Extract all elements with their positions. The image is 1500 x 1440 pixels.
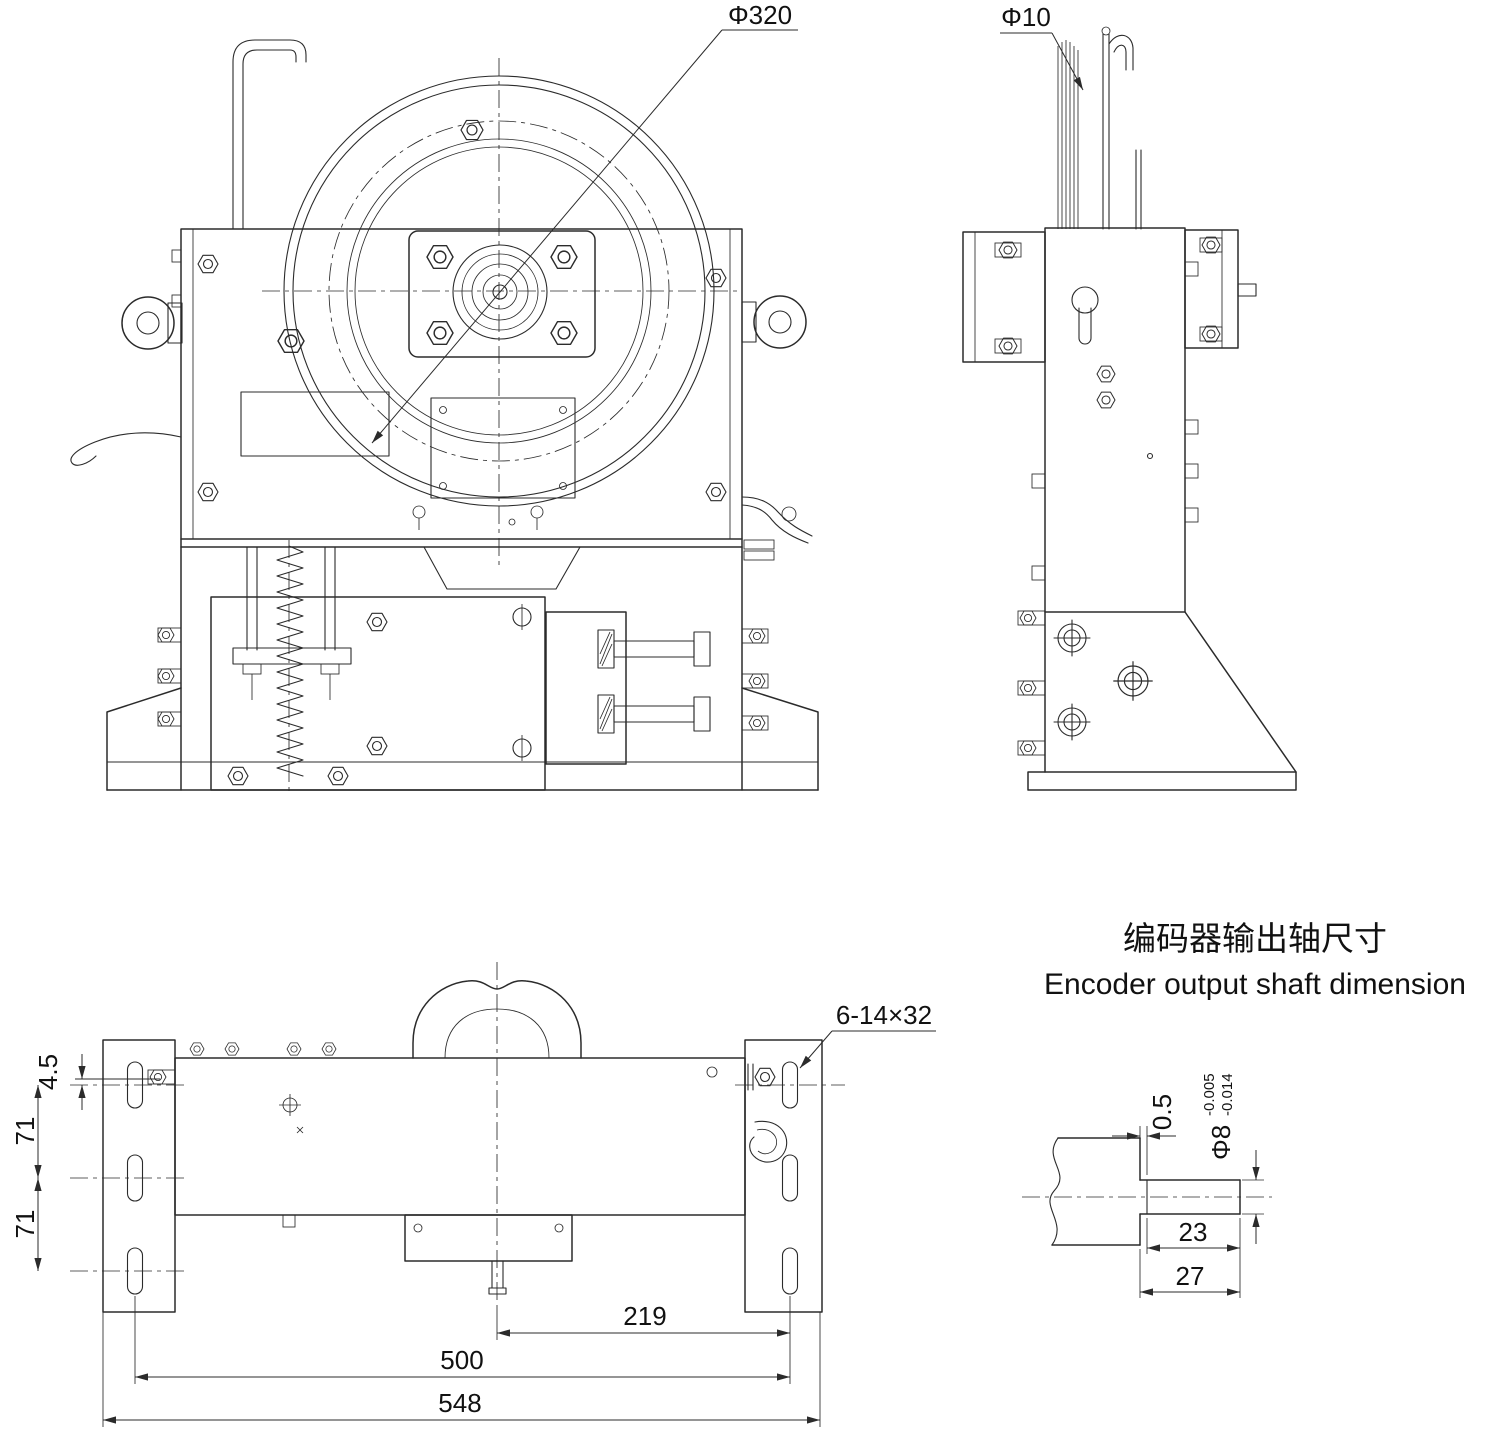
dim-71-upper: 71 (10, 1085, 42, 1178)
encoder-title-en: Encoder output shaft dimension (1044, 968, 1466, 1001)
brake-bracket (545, 611, 627, 765)
slot-spec-label: 6-14×32 (836, 1000, 932, 1030)
junction-box (430, 397, 576, 499)
center-mark (279, 1094, 301, 1116)
shaft-dia-label: Φ8 (1206, 1125, 1236, 1160)
sheave (262, 58, 737, 566)
bearing-flange (408, 230, 596, 358)
dim-chamfer: 0.5 (1112, 1094, 1177, 1175)
sheave-dia-label: Φ320 (728, 0, 792, 30)
shaft-tol-lower: -0.014 (1219, 1073, 1236, 1116)
dim-4-5: 4.5 (33, 1054, 160, 1110)
eye-bolt-right (741, 295, 807, 349)
encoder-detail: 编码器输出轴尺寸 Encoder output shaft dimension … (1022, 920, 1466, 1298)
encoder-box (404, 1214, 573, 1295)
housing-studs (157, 627, 769, 731)
side-view: Φ10 (962, 2, 1297, 791)
encoder-title-zh: 编码器输出轴尺寸 (1123, 920, 1387, 957)
dim-71-upper-label: 71 (10, 1117, 40, 1146)
top-view: 4.5 71 71 219 500 (10, 962, 936, 1427)
dim-23: 23 (1146, 1217, 1241, 1298)
dim-71-lower: 71 (10, 1178, 42, 1271)
rope-hook-top (749, 1120, 788, 1163)
mounting-slot (781, 1154, 799, 1202)
housing (171, 228, 743, 548)
dim-chamfer-label: 0.5 (1147, 1094, 1177, 1130)
brake-spring (276, 545, 304, 777)
mounting-plate-left (102, 1039, 176, 1313)
dim-219-label: 219 (623, 1301, 666, 1331)
rope-clamp (962, 231, 1046, 363)
rope-dia-label: Φ10 (1001, 2, 1051, 32)
brake-stud-upper (597, 629, 711, 669)
keyhole-slot (1071, 286, 1099, 345)
break-line (1049, 1137, 1061, 1246)
dim-slot-spec: 6-14×32 (799, 1000, 936, 1069)
dim-500: 500 (134, 1296, 790, 1384)
cables (70, 432, 813, 561)
shaft-tol-upper: -0.005 (1201, 1073, 1218, 1116)
base (106, 538, 819, 791)
brake-assembly (210, 540, 711, 795)
side-body (962, 227, 1257, 613)
dim-219: 219 (496, 1296, 791, 1384)
mounting-plate-right (744, 1039, 823, 1313)
mounting-slot (781, 1247, 799, 1295)
nameplate (240, 391, 390, 457)
dim-27-label: 27 (1176, 1261, 1205, 1291)
dim-23-label: 23 (1179, 1217, 1208, 1247)
lifting-hook (232, 39, 307, 230)
dim-500-label: 500 (440, 1345, 483, 1375)
dim-548: 548 (102, 1312, 821, 1427)
brake-stud-lower (597, 694, 711, 734)
side-base-bracket (1017, 610, 1297, 791)
dim-sheave-diameter: Φ320 (371, 0, 798, 444)
dim-548-label: 548 (438, 1388, 481, 1418)
dim-shaft-diameter: Φ8 -0.005 -0.014 (1201, 1073, 1264, 1244)
ropes (1057, 26, 1142, 230)
dim-rope-diameter: Φ10 (1000, 2, 1084, 91)
dim-27: 27 (1139, 1249, 1240, 1298)
encoder-shaft-stub (1237, 283, 1257, 297)
top-bolt-right (747, 1063, 776, 1091)
motor-end (423, 546, 581, 590)
dim-71-lower-label: 71 (10, 1210, 40, 1239)
front-view: Φ320 (70, 0, 819, 795)
dim-4-5-label: 4.5 (33, 1054, 63, 1090)
eye-bolt-left (121, 296, 183, 350)
top-body (70, 962, 845, 1313)
